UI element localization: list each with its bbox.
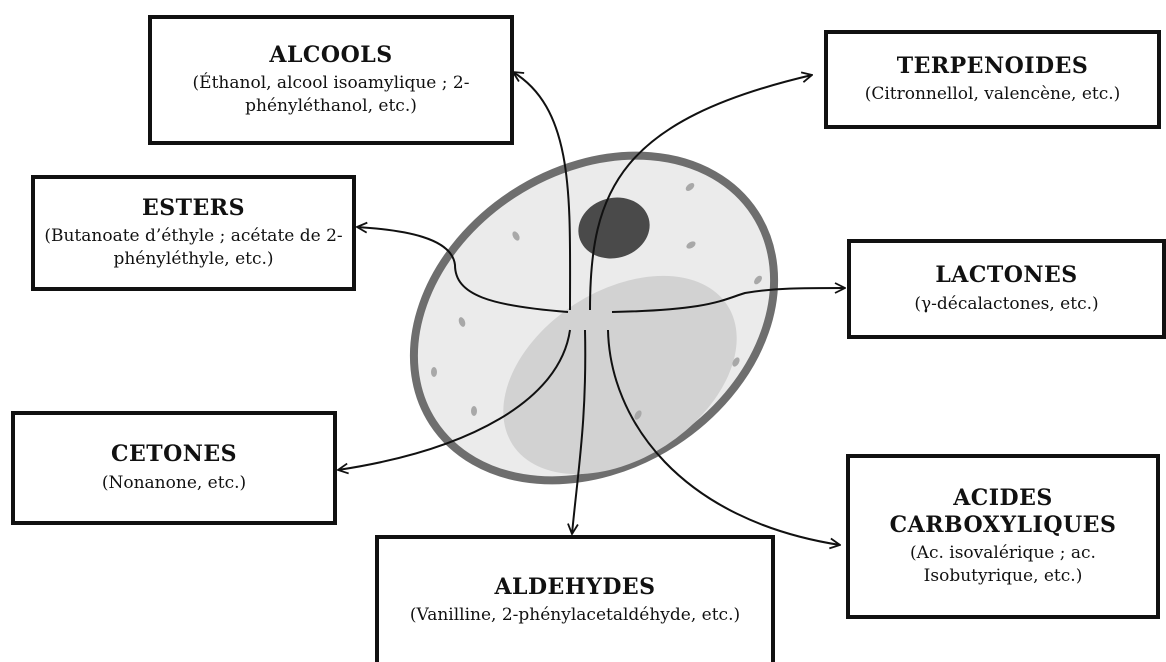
arrow-to-lactones <box>611 288 845 313</box>
cetones-title: CETONES <box>110 441 238 468</box>
alcools-title: ALCOOLS <box>269 41 393 68</box>
lactones-examples: (γ-décalactones, etc.) <box>914 293 1099 314</box>
arrow-to-cetones <box>338 329 571 470</box>
arrow-to-terpenoides <box>589 75 812 311</box>
arrow-to-aldehydes <box>572 329 587 534</box>
aldehydes-title: ALDEHYDES <box>494 573 656 600</box>
box-esters: ESTERS (Butanoate d’éthyle ; acétate de … <box>31 175 356 291</box>
terpenoides-examples: (Citronnellol, valencène, etc.) <box>864 84 1121 105</box>
esters-title: ESTERS <box>142 194 245 221</box>
box-terpenoides: TERPENOIDES (Citronnellol, valencène, et… <box>824 30 1161 129</box>
arrow-to-acides <box>607 329 840 545</box>
esters-examples: (Butanoate d’éthyle ; acétate de 2-phény… <box>44 226 343 270</box>
vacuole <box>503 275 737 475</box>
nucleus <box>578 197 650 259</box>
organelles <box>431 183 762 420</box>
arrow-to-alcools <box>513 72 572 311</box>
terpenoides-title: TERPENOIDES <box>896 52 1089 79</box>
box-alcools: ALCOOLS (Éthanol, alcool isoamylique ; 2… <box>148 15 514 145</box>
box-lactones: LACTONES (γ-décalactones, etc.) <box>847 239 1166 339</box>
aldehydes-examples: (Vanilline, 2-phénylacetaldéhyde, etc.) <box>409 605 741 626</box>
box-acides: ACIDES CARBOXYLIQUES (Ac. isovalérique ;… <box>846 454 1160 619</box>
box-aldehydes: ALDEHYDES (Vanilline, 2-phénylacetaldéhy… <box>375 535 775 662</box>
lactones-title: LACTONES <box>935 262 1078 289</box>
acides-title: ACIDES CARBOXYLIQUES <box>889 485 1117 538</box>
box-cetones: CETONES (Nonanone, etc.) <box>11 411 337 525</box>
acides-examples: (Ac. isovalérique ; ac. Isobutyrique, et… <box>910 542 1096 586</box>
alcools-examples: (Éthanol, alcool isoamylique ; 2-phénylé… <box>192 73 470 117</box>
arrow-to-esters <box>357 227 569 313</box>
cetones-examples: (Nonanone, etc.) <box>101 472 247 493</box>
yeast-cell <box>409 151 779 485</box>
